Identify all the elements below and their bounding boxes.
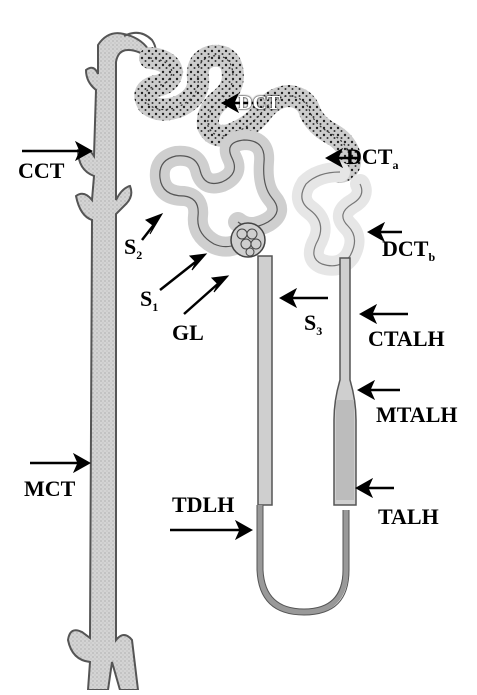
arrow-talh	[356, 479, 394, 497]
thin-loop	[260, 505, 346, 612]
label-dct-b-base: DCT	[382, 236, 428, 261]
label-s2-sub: 2	[136, 248, 142, 262]
arrow-gl	[184, 276, 228, 314]
arrow-s2	[142, 214, 162, 240]
label-dct-a: DCTa	[346, 146, 398, 171]
label-ctalh: CTALH	[368, 328, 445, 350]
label-mtalh: MTALH	[376, 404, 457, 426]
arrow-s3	[280, 289, 328, 307]
arrow-s1	[160, 254, 206, 290]
arrow-tdlh	[170, 521, 252, 539]
label-s2-base: S	[124, 234, 136, 259]
collecting-duct-main	[68, 33, 150, 690]
label-cct: CCT	[18, 160, 64, 182]
glomerulus	[231, 223, 265, 257]
arrow-mtalh	[358, 381, 400, 399]
label-dct-main: DCT	[238, 93, 280, 113]
descending-thick-limb	[258, 256, 272, 505]
label-s3-sub: 3	[316, 324, 322, 338]
label-dct-b: DCTb	[382, 238, 435, 263]
label-s1: S1	[140, 288, 158, 313]
label-s3: S3	[304, 312, 322, 337]
label-dct-a-sub: a	[392, 158, 398, 172]
label-tdlh: TDLH	[172, 494, 234, 516]
label-s2: S2	[124, 236, 142, 261]
label-s1-sub: 1	[152, 300, 158, 314]
dct-lower-tube	[302, 172, 362, 266]
collecting-duct	[68, 33, 156, 690]
label-s3-base: S	[304, 310, 316, 335]
label-dct-a-base: DCT	[346, 144, 392, 169]
mtalh-segment	[336, 400, 354, 500]
dct-lower-coils	[302, 172, 362, 266]
arrow-mct	[30, 454, 90, 472]
label-mct: MCT	[24, 478, 75, 500]
label-s1-base: S	[140, 286, 152, 311]
label-gl: GL	[172, 322, 204, 344]
label-dct-b-sub: b	[428, 250, 435, 264]
label-talh: TALH	[378, 506, 439, 528]
arrow-ctalh	[360, 305, 408, 323]
